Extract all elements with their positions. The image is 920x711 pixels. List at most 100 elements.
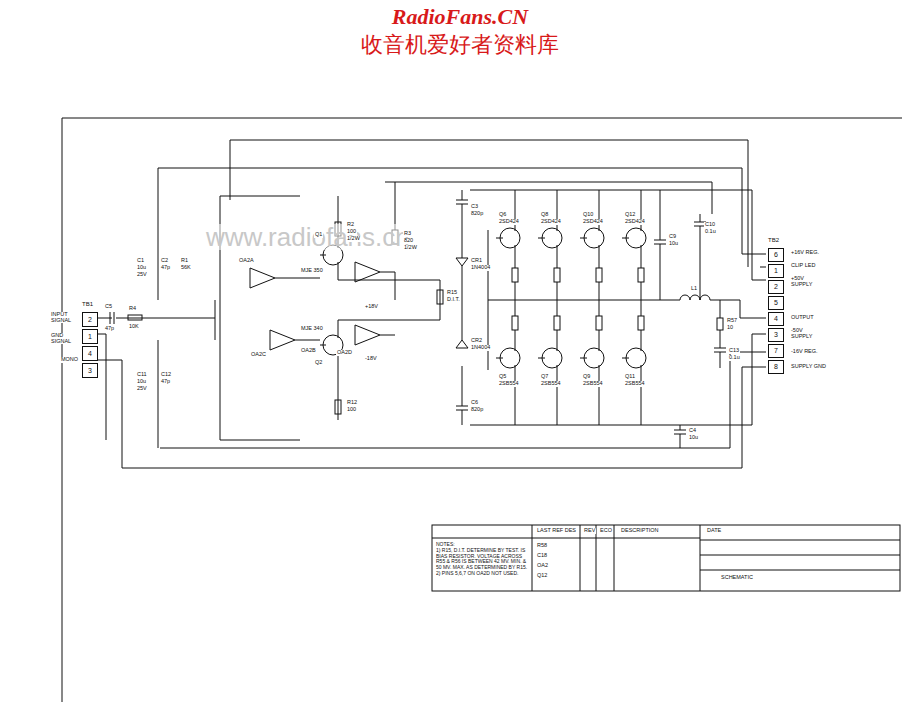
component-label: C12	[160, 372, 172, 378]
component-label: 2SD424	[540, 219, 562, 225]
component-label: 10u	[136, 265, 147, 271]
component-label: 1/2W	[346, 236, 361, 242]
component-label: Q10	[582, 212, 594, 218]
terminal-pin: 8	[768, 360, 784, 374]
terminal-pin: 3	[768, 328, 784, 342]
component-label: 10K	[128, 324, 140, 330]
terminal-pin: 2	[82, 312, 98, 327]
component-label: CLIP LED	[790, 263, 816, 269]
component-label: 56K	[180, 265, 192, 271]
terminal-pin: 6	[768, 248, 784, 262]
block-name: TB1	[82, 301, 93, 308]
component-label: SUPPLY GND	[790, 364, 827, 370]
component-label: +50V SUPPLY	[790, 276, 822, 287]
component-label: R4	[128, 306, 137, 312]
component-label: CR1	[470, 258, 483, 264]
component-label: C6	[470, 400, 479, 406]
component-label: 10u	[136, 379, 147, 385]
component-label: 47p	[104, 326, 115, 332]
note-text: 1) R15, D.I.T. DETERMINE BY TEST. IS BIA…	[436, 548, 528, 571]
component-label: 100	[346, 407, 357, 413]
component-label: C18	[536, 553, 548, 559]
terminal-pin: 1	[82, 329, 98, 344]
component-label: Q11	[624, 374, 636, 380]
component-label: 10u	[688, 435, 699, 441]
component-label: MONO	[60, 357, 79, 363]
pin-label: 7	[769, 345, 783, 357]
component-label: 820p	[470, 211, 484, 217]
component-label: D.I.T.	[446, 297, 461, 303]
component-label: OA2A	[238, 258, 255, 264]
component-label: 1/2W	[403, 245, 418, 251]
component-label: -18V	[364, 356, 378, 362]
terminal-block: TB261254378	[768, 246, 786, 374]
component-label: 10u	[668, 241, 679, 247]
component-label: Q2	[314, 360, 323, 366]
notes-box: NOTES:1) R15, D.I.T. DETERMINE BY TEST. …	[434, 540, 530, 579]
component-label: Q6	[498, 212, 507, 218]
terminal-pin: 7	[768, 344, 784, 358]
component-label: REV	[583, 528, 596, 534]
component-label: C9	[668, 234, 677, 240]
component-label: 820	[403, 238, 414, 244]
component-label: Q12	[536, 573, 548, 579]
component-label: 0.1u	[728, 355, 741, 361]
pin-label: 4	[83, 347, 97, 360]
component-label: C2	[160, 258, 169, 264]
pin-label: 8	[769, 361, 783, 373]
component-label: MJE 350	[300, 268, 324, 274]
component-label: OA2D	[336, 350, 353, 356]
component-label: 2SD424	[582, 219, 604, 225]
terminal-pin: 3	[82, 363, 98, 378]
pin-label: 5	[769, 297, 783, 309]
component-label: C11	[136, 372, 148, 378]
site-subtitle: 收音机爱好者资料库	[360, 34, 560, 56]
component-label: C10	[704, 222, 716, 228]
component-label: R15	[446, 290, 458, 296]
component-label: GND SIGNAL	[50, 333, 80, 344]
pin-label: 2	[83, 313, 97, 326]
component-label: 25V	[136, 386, 148, 392]
component-label: C5	[104, 304, 113, 310]
component-label: Q12	[624, 212, 636, 218]
pin-label: 6	[769, 249, 783, 261]
component-label: 2SB554	[582, 381, 604, 387]
component-label: OA2C	[250, 352, 267, 358]
component-label: -16V REG.	[790, 349, 819, 355]
terminal-pin: 2	[768, 280, 784, 294]
pin-label: 3	[769, 329, 783, 341]
component-label: 10	[726, 325, 734, 331]
component-label: Q9	[582, 374, 591, 380]
component-label: -50V SUPPLY	[790, 328, 822, 339]
component-label: 25V	[136, 272, 148, 278]
component-label: 47p	[160, 379, 171, 385]
component-label: R12	[346, 400, 358, 406]
terminal-pin: 4	[768, 312, 784, 326]
site-title: RadioFans.CN	[391, 6, 529, 28]
component-label: 2SD424	[624, 219, 646, 225]
block-name: TB2	[768, 237, 779, 244]
component-label: +18V	[364, 304, 379, 310]
pin-label: 1	[83, 330, 97, 343]
component-label: OUTPUT	[790, 315, 815, 321]
component-label: DATE	[706, 528, 722, 534]
component-label: R57	[726, 318, 738, 324]
note-text: 2) PINS 5,6,7 ON OA2D NOT USED.	[436, 571, 528, 577]
component-label: 2SB554	[498, 381, 520, 387]
component-label: Q8	[540, 212, 549, 218]
component-label: R2	[346, 222, 355, 228]
terminal-pin: 4	[82, 346, 98, 361]
component-label: L1	[690, 286, 698, 292]
component-label: C4	[688, 428, 697, 434]
pin-label: 2	[769, 281, 783, 293]
terminal-pin: 1	[768, 264, 784, 278]
terminal-pin: 5	[768, 296, 784, 310]
component-label: R1	[180, 258, 189, 264]
watermark: www.radiofans.cn	[205, 224, 411, 250]
component-label: 100	[346, 229, 357, 235]
component-label: ECO	[599, 528, 613, 534]
component-label: C3	[470, 204, 479, 210]
component-label: OA2	[536, 563, 549, 569]
component-label: 820p	[470, 407, 484, 413]
component-label: 1N4004	[470, 265, 491, 271]
